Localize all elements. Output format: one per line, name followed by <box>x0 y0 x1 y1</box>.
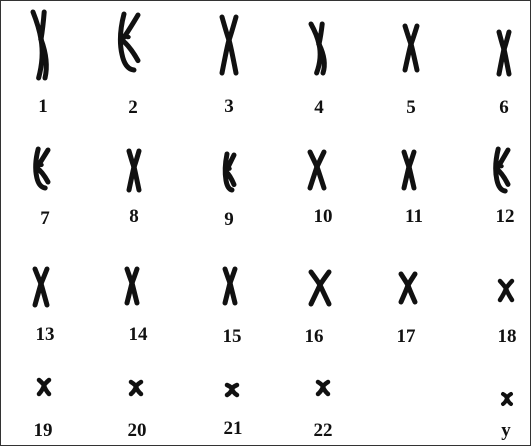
chromosome-3 <box>219 14 239 76</box>
chromosome-22 <box>315 379 331 397</box>
chromosome-label-y: y <box>486 420 526 442</box>
chromosome-label-7: 7 <box>25 208 65 230</box>
chromosome-2 <box>115 11 141 73</box>
chromosome-label-11: 11 <box>394 206 434 228</box>
chromosome-11 <box>401 149 417 191</box>
chromosome-label-9: 9 <box>209 209 249 231</box>
chromosome-15 <box>222 266 238 306</box>
chromosome-label-12: 12 <box>485 206 525 228</box>
chromosome-label-16: 16 <box>294 326 334 348</box>
chromosome-label-10: 10 <box>303 206 343 228</box>
chromosome-label-5: 5 <box>391 97 431 119</box>
chromosome-label-4: 4 <box>299 97 339 119</box>
chromosome-label-22: 22 <box>303 420 343 442</box>
chromosome-1 <box>30 9 52 81</box>
chromosome-21 <box>224 382 240 398</box>
chromosome-12 <box>491 146 511 194</box>
chromosome-label-8: 8 <box>114 206 154 228</box>
chromosome-4 <box>308 21 330 76</box>
chromosome-20 <box>128 379 144 397</box>
chromosome-16 <box>308 269 332 307</box>
chromosome-label-15: 15 <box>212 326 252 348</box>
chromosome-18 <box>497 278 515 303</box>
chromosome-13 <box>32 266 50 308</box>
chromosome-y <box>500 391 514 407</box>
chromosome-label-19: 19 <box>23 420 63 442</box>
chromosome-label-6: 6 <box>484 97 524 119</box>
chromosome-label-14: 14 <box>118 324 158 346</box>
chromosome-6 <box>496 29 512 77</box>
chromosome-5 <box>402 23 420 73</box>
chromosome-label-20: 20 <box>117 420 157 442</box>
chromosome-17 <box>398 271 418 305</box>
chromosome-8 <box>126 148 142 193</box>
chromosome-label-1: 1 <box>23 96 63 118</box>
chromosome-label-17: 17 <box>386 326 426 348</box>
chromosome-14 <box>124 266 140 306</box>
chromosome-label-3: 3 <box>209 96 249 118</box>
chromosome-label-13: 13 <box>25 324 65 346</box>
chromosome-9 <box>221 151 237 193</box>
chromosome-7 <box>31 146 51 191</box>
chromosome-label-21: 21 <box>213 418 253 440</box>
chromosome-19 <box>36 377 52 397</box>
chromosome-label-18: 18 <box>487 326 527 348</box>
chromosome-10 <box>307 149 327 191</box>
chromosome-label-2: 2 <box>113 97 153 119</box>
